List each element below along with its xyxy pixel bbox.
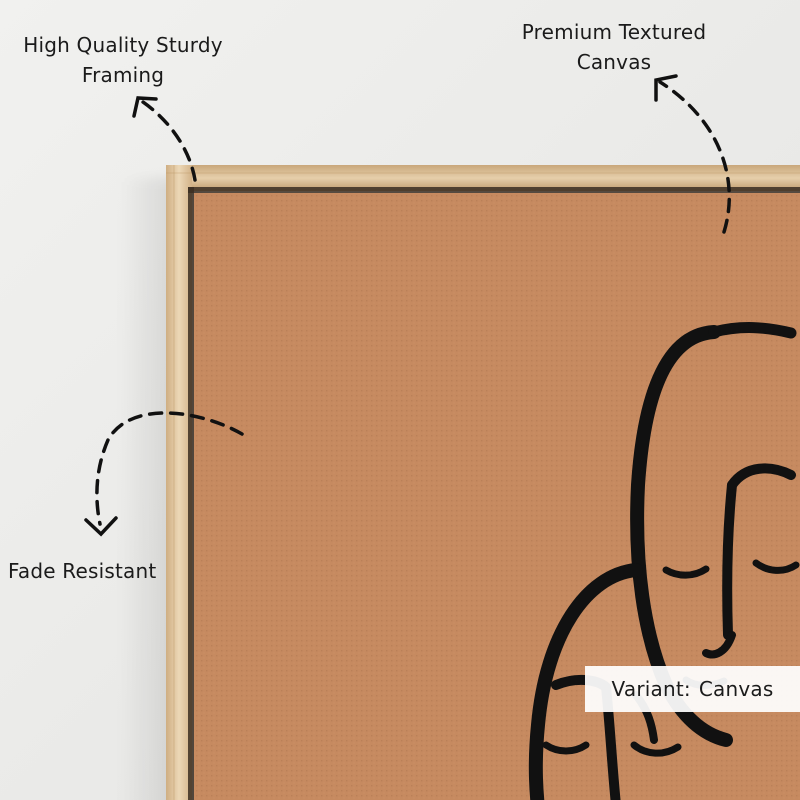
callout-canvas: Premium Textured Canvas [500,17,728,77]
callout-framing-line1: High Quality Sturdy [23,33,223,57]
variant-badge: Variant: Canvas [585,666,800,712]
variant-label: Variant: [611,677,691,701]
callout-framing-line2: Framing [81,63,165,87]
callout-fade: Fade Resistant [8,559,157,583]
callout-framing: High Quality Sturdy Framing [0,30,246,90]
callout-canvas-line2: Canvas [576,50,652,74]
callout-canvas-line1: Premium Textured [521,20,707,44]
variant-value: Canvas [698,677,774,701]
